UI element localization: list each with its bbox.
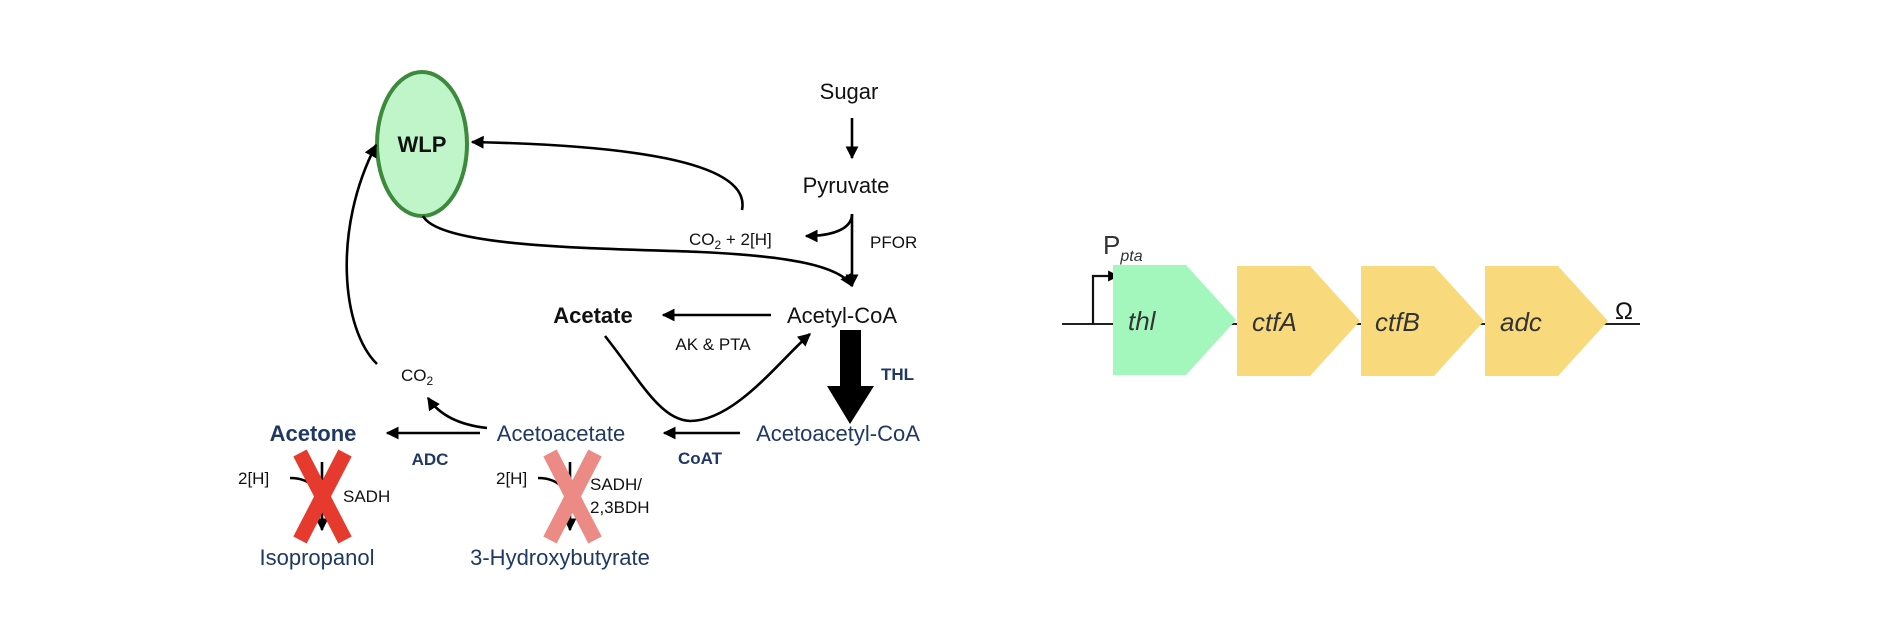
- acetoacetate-label: Acetoacetate: [497, 421, 625, 446]
- co2-release-arrow: [804, 213, 854, 243]
- gene-ctfa-block: [1237, 266, 1360, 376]
- gene-ctfb-block: [1361, 266, 1484, 376]
- hydroxybutyrate-label: 3-Hydroxybutyrate: [470, 545, 650, 570]
- isopropanol-label: Isopropanol: [260, 545, 375, 570]
- acetyl-coa-label: Acetyl-CoA: [787, 303, 897, 328]
- acetate-recycle-arrow: [603, 333, 811, 423]
- thl-big-arrow: [827, 330, 874, 424]
- acetone-2h-label: 2[H]: [238, 469, 269, 488]
- acetoacetate-co2-arrow: [426, 396, 488, 430]
- sugar-label: Sugar: [820, 79, 879, 104]
- acetoacetate-2h-label: 2[H]: [496, 469, 527, 488]
- acetoacetyl-coa-label: Acetoacetyl-CoA: [756, 421, 920, 446]
- adc-label: ADC: [412, 450, 449, 469]
- acetone-label: Acetone: [270, 421, 357, 446]
- gene-thl-label: thl: [1128, 306, 1157, 336]
- gene-adc-label: adc: [1500, 307, 1542, 337]
- gene-adc-block: [1485, 266, 1608, 376]
- thl-label: THL: [881, 365, 914, 384]
- pfor-label: PFOR: [870, 233, 917, 252]
- promoter-arrow: [1091, 270, 1120, 324]
- co2-label: CO2: [401, 366, 434, 388]
- sadh-label: SADH: [343, 487, 390, 506]
- terminator-symbol: Ω: [1615, 298, 1633, 325]
- cross-red-line2: [293, 449, 352, 544]
- gene-ctfb-label: ctfB: [1375, 307, 1420, 337]
- co2-to-wlp-arrow: [470, 135, 744, 211]
- cross-pink-line2: [543, 449, 602, 544]
- sadh-23bdh-label-line2: 2,3BDH: [590, 498, 650, 517]
- acetate-label: Acetate: [553, 303, 632, 328]
- promoter-label: Ppta: [1103, 230, 1143, 265]
- gene-ctfa-label: ctfA: [1252, 307, 1297, 337]
- gene-thl-block: [1113, 265, 1236, 375]
- sadh-23bdh-label-line1: SADH/: [590, 475, 642, 494]
- ak-pta-label: AK & PTA: [675, 335, 751, 354]
- coat-label: CoAT: [678, 449, 723, 468]
- wlp-label: WLP: [398, 132, 447, 157]
- co2-to-wlp-long-arrow: [345, 143, 378, 365]
- co2-2h-label: CO2 + 2[H]: [689, 230, 772, 252]
- pyruvate-label: Pyruvate: [803, 173, 890, 198]
- wlp-node: [375, 70, 469, 218]
- wlp-to-acetylcoa-arrow: [421, 215, 854, 288]
